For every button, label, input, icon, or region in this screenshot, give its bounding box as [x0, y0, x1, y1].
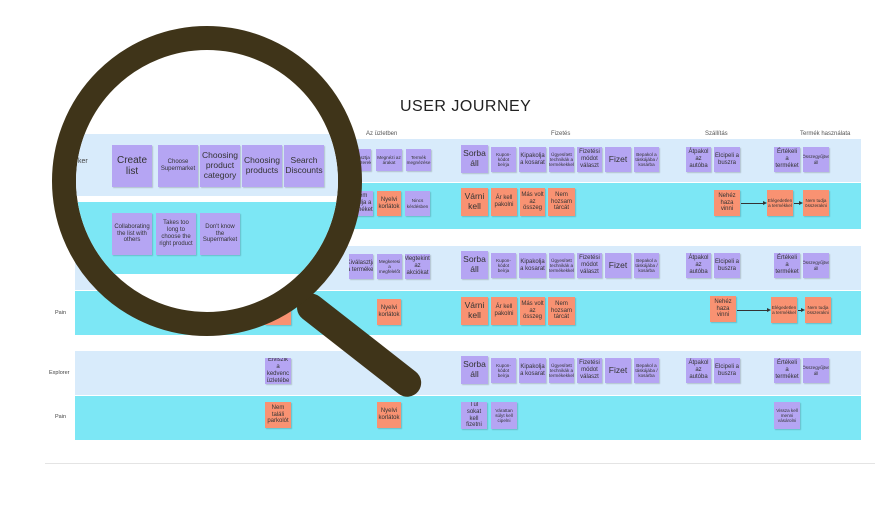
lens-row-label-explorer: ker [78, 158, 88, 165]
sticky-note: Elégedetlen a termékkel [767, 190, 793, 216]
sticky-note: Collaborating the list with others [112, 213, 152, 255]
sticky-note: Összegyűjtve áll [803, 358, 829, 383]
sticky-note: Sorba áll [461, 251, 488, 279]
sticky-note: Kipakolja a kosarat [519, 358, 546, 383]
magnified-area: ker ain Create list Choose Supermarket C… [76, 50, 338, 312]
sticky-note: Kipakolja a kosarat [519, 253, 546, 278]
sticky-note: Nem tudja összerakni [805, 297, 831, 323]
sticky-note: Kupon-kódot beírja [491, 358, 516, 383]
flow-arrow [794, 201, 803, 205]
sticky-note: Elégedetlen a termékkel [771, 297, 797, 323]
sticky-note: Sorba áll [461, 145, 488, 173]
sticky-note: Összegyűjtve áll [803, 147, 829, 172]
sticky-note: Ügyesített technikák a termékekkel [549, 253, 574, 278]
sticky-note: Nincs kérdésben [405, 191, 430, 216]
sticky-note: Choose Supermarket [158, 145, 198, 187]
sticky-note: Choosing products [242, 145, 282, 187]
sticky-note: Nehéz haza vinni [710, 296, 736, 322]
sticky-note: Nehéz haza vinni [714, 190, 740, 216]
sticky-note: Takes too long to choose the right produ… [156, 213, 196, 255]
stage-label-usage: Termék használata [800, 131, 851, 137]
sticky-note: Nem hozsam tárcát [548, 297, 575, 325]
sticky-note: Nyelvi korlátok [377, 299, 401, 325]
sticky-note: Átpakol az autóba [686, 358, 711, 383]
magnifying-glass-icon: ker ain Create list Choose Supermarket C… [52, 26, 362, 336]
sticky-note: Elcipeli a buszra [714, 253, 740, 278]
flow-arrow [798, 308, 805, 312]
row-label-explorer-3: Explorer [49, 370, 70, 376]
stage-label-shipping: Szállítás [705, 131, 728, 137]
sticky-note: Nyelvi korlátok [377, 191, 401, 216]
sticky-note: Fizetési módot választ [577, 147, 602, 172]
sticky-note: Ár kell pakolni [491, 297, 517, 325]
sticky-note: Kiválasztja a terméket [349, 254, 373, 279]
sticky-note: Fizet [605, 253, 631, 278]
sticky-note: Termék megnézése [406, 149, 431, 171]
sticky-note: Vissza kell menni vásárolni [774, 402, 800, 429]
sticky-note: Összegyűjtve áll [803, 253, 829, 278]
sticky-note: Más volt az összeg [520, 297, 545, 325]
sticky-note: Fizet [605, 358, 631, 383]
sticky-note: Átpakol az autóba [686, 147, 711, 172]
sticky-note: Nem találi parkolót [265, 402, 291, 428]
page-title: USER JOURNEY [400, 98, 532, 115]
sticky-note: Don't know the Supermarket [200, 213, 240, 255]
sticky-note: Várattan súlyt kell cipelni [491, 402, 517, 429]
sticky-note: Bepakol a táskájába / kosárba [634, 147, 659, 172]
sticky-note: Átpakol az autóba [686, 253, 711, 278]
sticky-note: Megnézi az árakat [376, 149, 402, 171]
sticky-note: Elviszik a kedvenc üzletébe [265, 358, 291, 384]
sticky-note: Bepakol a táskájába / kosárba [634, 253, 659, 278]
sticky-note: Értékeli a terméket [774, 147, 800, 172]
divider [45, 463, 875, 464]
flow-arrow [737, 308, 771, 312]
sticky-note: Fizetési módot választ [577, 253, 602, 278]
sticky-note: Choosing product category [200, 145, 240, 187]
sticky-note: Ügyesített technikák a termékekkel [549, 358, 574, 383]
stage-label-store: Az üzletben [366, 131, 398, 137]
sticky-note: Bepakol a táskájába / kosárba [634, 358, 659, 383]
sticky-note: Más volt az összeg [520, 188, 545, 216]
sticky-note: Search Discounts [284, 145, 324, 187]
sticky-note: Kupon-kódot beírja [491, 253, 516, 278]
sticky-note: Sorba áll [461, 356, 488, 384]
sticky-note: Nyelvi korlátok [377, 402, 401, 428]
sticky-note: Nem hozsam tárcát [548, 188, 575, 216]
sticky-note: Értékeli a terméket [774, 358, 800, 383]
sticky-note: Ügyesített technikák a termékekkel [549, 147, 574, 172]
sticky-note: Értékeli a terméket [774, 253, 800, 278]
sticky-note: Túl sokat kell fizetni [461, 402, 487, 429]
sticky-note: Ár kell pakolni [491, 188, 517, 216]
sticky-note: Create list [112, 145, 152, 187]
flow-arrow [741, 201, 767, 205]
row-label-pain-3: Pain [55, 414, 67, 420]
stage-label-payment: Fizetés [551, 131, 571, 137]
sticky-note: Várni kell [461, 297, 488, 325]
sticky-note: Kupon-kódot beírja [491, 147, 516, 172]
sticky-note: Fizetési módot választ [577, 358, 602, 383]
sticky-note: Elcipeli a buszra [714, 358, 740, 383]
sticky-note: Elcipeli a buszra [714, 147, 740, 172]
sticky-note: Megtekinti az akciókat [405, 254, 430, 279]
lens-row-label-pain: ain [78, 236, 88, 243]
sticky-note: Megkeresi a megfelelőt [377, 254, 402, 279]
sticky-note: Várni kell [461, 188, 488, 216]
sticky-note: Kipakolja a kosarat [519, 147, 546, 172]
sticky-note: Fizet [605, 147, 631, 172]
sticky-note: Nem tudja összerakni [803, 190, 829, 216]
row-label-pain-2: Pain [55, 310, 67, 316]
